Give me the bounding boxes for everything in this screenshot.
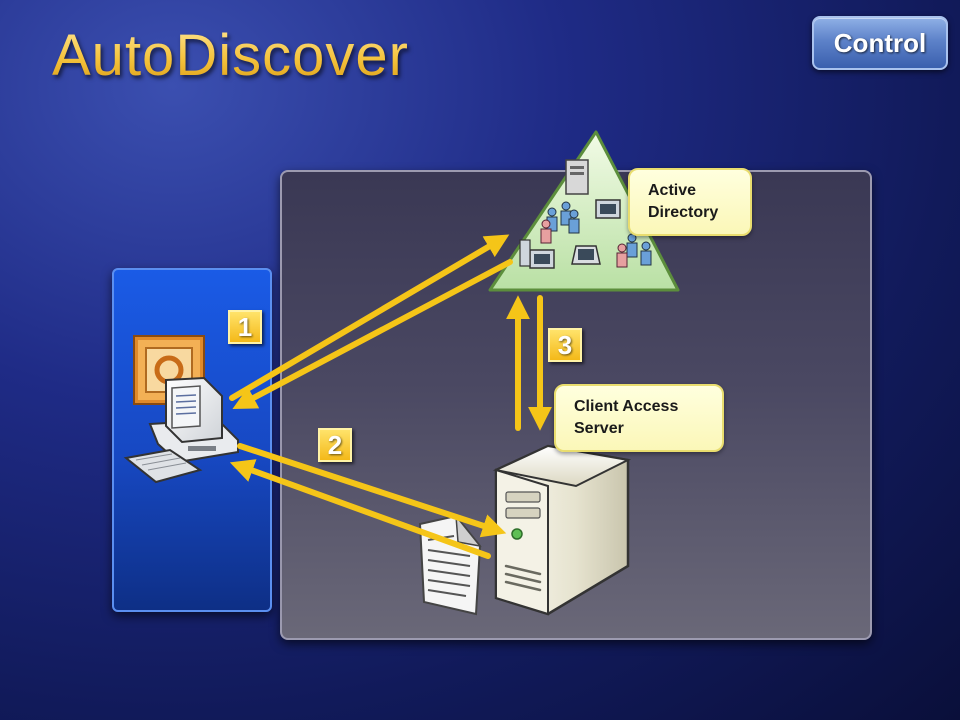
- client-access-server-callout: Client Access Server: [554, 384, 724, 452]
- slide-title: AutoDiscover: [52, 23, 409, 88]
- step-3-badge: 3: [548, 328, 582, 362]
- arrow-cas-to-client: [229, 459, 491, 559]
- active-directory-callout: Active Directory: [628, 168, 752, 236]
- step-1-badge: 1: [228, 310, 262, 344]
- cas-label-line-2: Server: [574, 420, 624, 437]
- client-computer-icon: [123, 376, 239, 484]
- active-directory-label-line-1: Active: [648, 182, 697, 199]
- server-icon: [492, 444, 632, 616]
- active-directory-label-line-2: Directory: [648, 204, 719, 221]
- cas-label-line-1: Client Access: [574, 398, 679, 415]
- document-icon: [418, 513, 482, 616]
- flow-arrows: [229, 234, 552, 559]
- step-2-badge: 2: [318, 428, 352, 462]
- arrow-client-to-cas: [237, 443, 507, 538]
- arrow-ad-to-client: [232, 259, 513, 410]
- arrow-client-to-ad: [229, 234, 510, 401]
- control-button[interactable]: Control: [812, 16, 948, 70]
